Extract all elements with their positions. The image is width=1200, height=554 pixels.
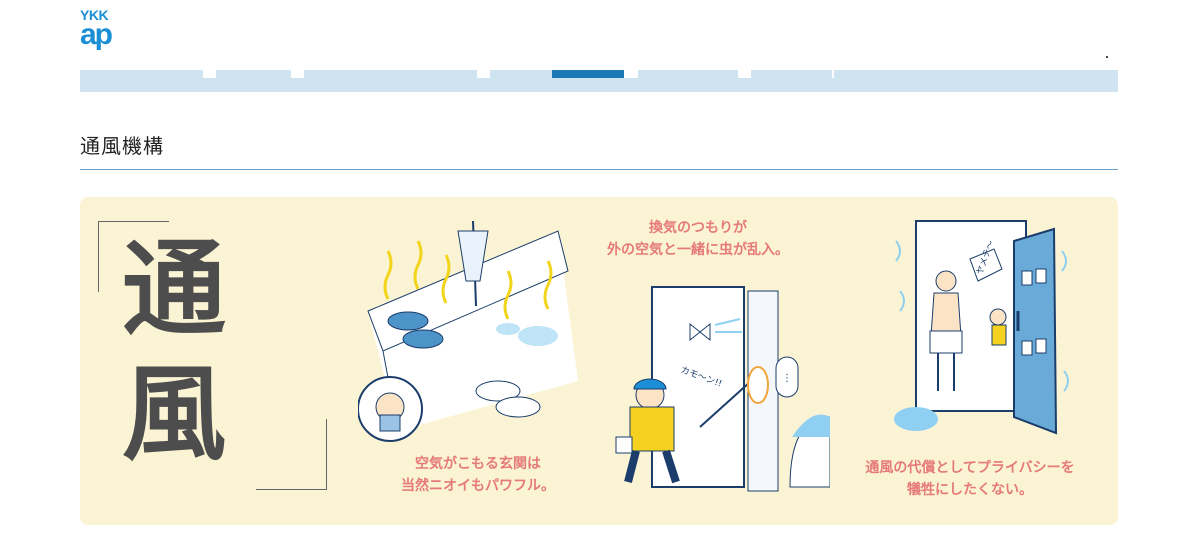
open-door-privacy-illustration: ヤメテ〜 bbox=[894, 220, 1069, 435]
caption-insects-line2: 外の空気と一緒に虫が乱入。 bbox=[607, 242, 789, 258]
caption-insects-line1: 換気のつもりが bbox=[649, 220, 747, 236]
logo-top-text: YKK bbox=[80, 7, 109, 23]
caption-odor-line2: 当然ニオイもパワフル。 bbox=[401, 478, 555, 494]
nav-gap-1 bbox=[203, 70, 216, 78]
caption-odor-line1: 空気がこもる玄関は bbox=[415, 456, 541, 472]
caption-privacy: 通風の代償としてプライバシーを 犠牲にしたくない。 bbox=[850, 457, 1090, 501]
nav-tab-active[interactable] bbox=[552, 70, 624, 78]
svg-text:⋮: ⋮ bbox=[782, 373, 792, 384]
bracket-open bbox=[98, 221, 169, 292]
ykk-ap-logo[interactable]: YKK ap bbox=[80, 8, 128, 56]
nav-gap-4 bbox=[624, 70, 638, 78]
nav-gap-3 bbox=[477, 70, 490, 78]
ventilation-banner: 通 風 空気がこもる玄関は 当然ニオイもパワフル。 bbox=[80, 197, 1118, 525]
nav-gap-2 bbox=[291, 70, 304, 78]
global-nav bbox=[80, 70, 1118, 92]
nav-gap-6 bbox=[832, 70, 834, 78]
kanji-fu: 風 bbox=[122, 352, 227, 475]
caption-privacy-line2: 犠牲にしたくない。 bbox=[907, 482, 1033, 498]
caption-odor: 空気がこもる玄関は 当然ニオイもパワフル。 bbox=[378, 453, 578, 497]
caption-insects: 換気のつもりが 外の空気と一緒に虫が乱入。 bbox=[588, 217, 808, 261]
decorative-dot bbox=[1106, 56, 1108, 58]
bracket-close bbox=[256, 419, 327, 490]
nav-gap-5 bbox=[738, 70, 751, 78]
title-divider bbox=[80, 169, 1118, 170]
kanji-tsu: 通 bbox=[122, 227, 227, 350]
entrance-shoes-illustration bbox=[358, 220, 578, 442]
boy-catching-bug-illustration: カモ〜ン!! ⋮ bbox=[615, 286, 830, 492]
caption-privacy-line1: 通風の代償としてプライバシーを bbox=[865, 460, 1075, 476]
logo-bottom-text: ap bbox=[80, 18, 113, 51]
page-title: 通風機構 bbox=[80, 134, 164, 158]
